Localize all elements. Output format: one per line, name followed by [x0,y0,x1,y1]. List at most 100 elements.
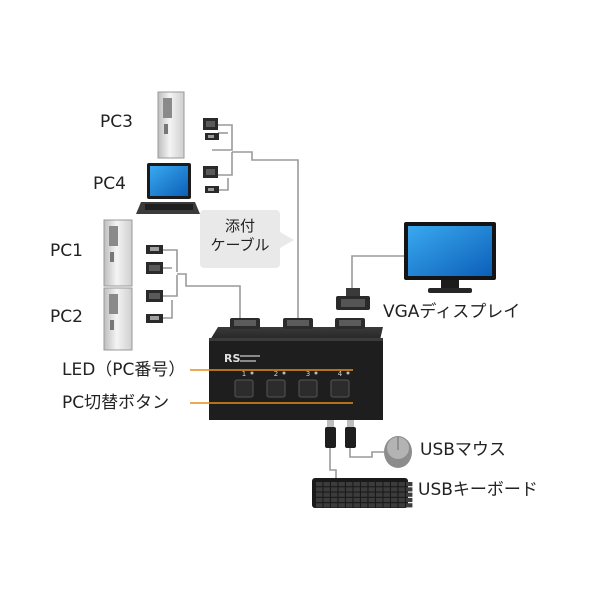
keyboard-key [398,503,405,508]
keyboard-key [376,492,383,497]
pc2-label: PC2 [50,307,83,327]
keyboard-key [323,497,330,503]
led-4 [346,371,350,375]
pc3-label: PC3 [100,112,133,132]
led-2 [282,371,286,375]
keyboard-key [383,492,390,497]
keyboard-key [331,497,338,503]
keyboard-key [353,492,360,497]
keyboard-key [331,482,338,487]
keyboard-key [368,503,375,508]
port-number-4: 4 [338,370,343,378]
keyboard-key [316,503,323,508]
keyboard-key [338,492,345,497]
keyboard-key [376,487,383,492]
pc1-label: PC1 [50,241,83,261]
keyboard-key [316,497,323,503]
keyboard-key [406,482,413,487]
keyboard-key [346,492,353,497]
keyboard-key [353,482,360,487]
svg-text:RS: RS [224,352,240,365]
keyboard-key [361,492,368,497]
vga-display-label: VGAディスプレイ [383,302,521,322]
pc2-tower-icon [103,287,133,351]
keyboard-key [316,492,323,497]
keyboard-key [383,487,390,492]
keyboard-key [316,482,323,487]
keyboard-key [346,497,353,503]
pc4-label: PC4 [93,174,126,194]
keyboard-key [331,503,338,508]
cable-callout-line1: 添付 [224,217,255,235]
port-number-3: 3 [306,370,310,378]
keyboard-key [323,492,330,497]
pc1-connectors-icon [146,245,163,274]
switch-buttons: 1 2 3 4 [234,370,350,398]
led-3 [314,371,318,375]
port-number-1: 1 [242,370,246,378]
keyboard-key [398,482,405,487]
keyboard-key [346,482,353,487]
keyboard-key [323,482,330,487]
keyboard-key [346,487,353,492]
pc1-tower-icon [103,219,133,287]
keyboard-key [406,487,413,492]
pc4-laptop-icon [136,163,200,214]
keyboard-key [398,492,405,497]
keyboard-key [368,497,375,503]
keyboard-key [353,497,360,503]
switch-button-4[interactable] [330,379,350,398]
keyboard-key [361,503,368,508]
usb-mouse-icon [384,436,412,468]
pc4-connectors-icon [203,166,219,193]
vga-plug-icon [336,288,370,310]
keyboard-key [346,503,353,508]
kvm-switch-icon: RS [209,318,383,420]
keyboard-key [338,503,345,508]
pc-switch-label: PC切替ボタン [62,393,170,413]
keyboard-key [338,497,345,503]
keyboard-key [368,492,375,497]
keyboard-key [323,503,330,508]
keyboard-key [368,482,375,487]
keyboard-key [391,482,398,487]
keyboard-key [383,503,390,508]
keyboard-key [368,487,375,492]
keyboard-key [398,497,405,503]
keyboard-key [361,482,368,487]
led-1 [250,371,254,375]
led-label: LED（PC番号） [62,360,186,380]
keyboard-key [391,503,398,508]
switch-button-2[interactable] [266,379,286,398]
keyboard-key [376,497,383,503]
keyboard-key [353,503,360,508]
port-number-2: 2 [274,370,278,378]
pc3-tower-icon [157,91,185,159]
keyboard-key [353,487,360,492]
keyboard-key [406,503,413,508]
cables [163,124,405,480]
keyboard-key [391,497,398,503]
keyboard-key [323,487,330,492]
keyboard-key [331,492,338,497]
pc3-connectors-icon [203,118,219,140]
usb-plugs-icon [325,420,356,448]
keyboard-key [361,497,368,503]
switch-button-1[interactable] [234,379,254,398]
keyboard-key [391,487,398,492]
keyboard-key [331,487,338,492]
usb-keyboard-label: USBキーボード [418,480,538,500]
keyboard-key [406,497,413,503]
callout-lines [190,369,353,404]
vga-monitor-icon [404,222,496,293]
pc2-connectors-icon [146,290,163,323]
cable-callout-line2: ケーブル [210,235,270,254]
usb-mouse-label: USBマウス [420,440,506,460]
keyboard-key [361,487,368,492]
cable-callout: 添付 ケーブル [200,210,294,268]
keyboard-key [383,497,390,503]
switch-button-3[interactable] [298,379,318,398]
keyboard-key [391,492,398,497]
usb-keyboard-icon [312,478,413,508]
